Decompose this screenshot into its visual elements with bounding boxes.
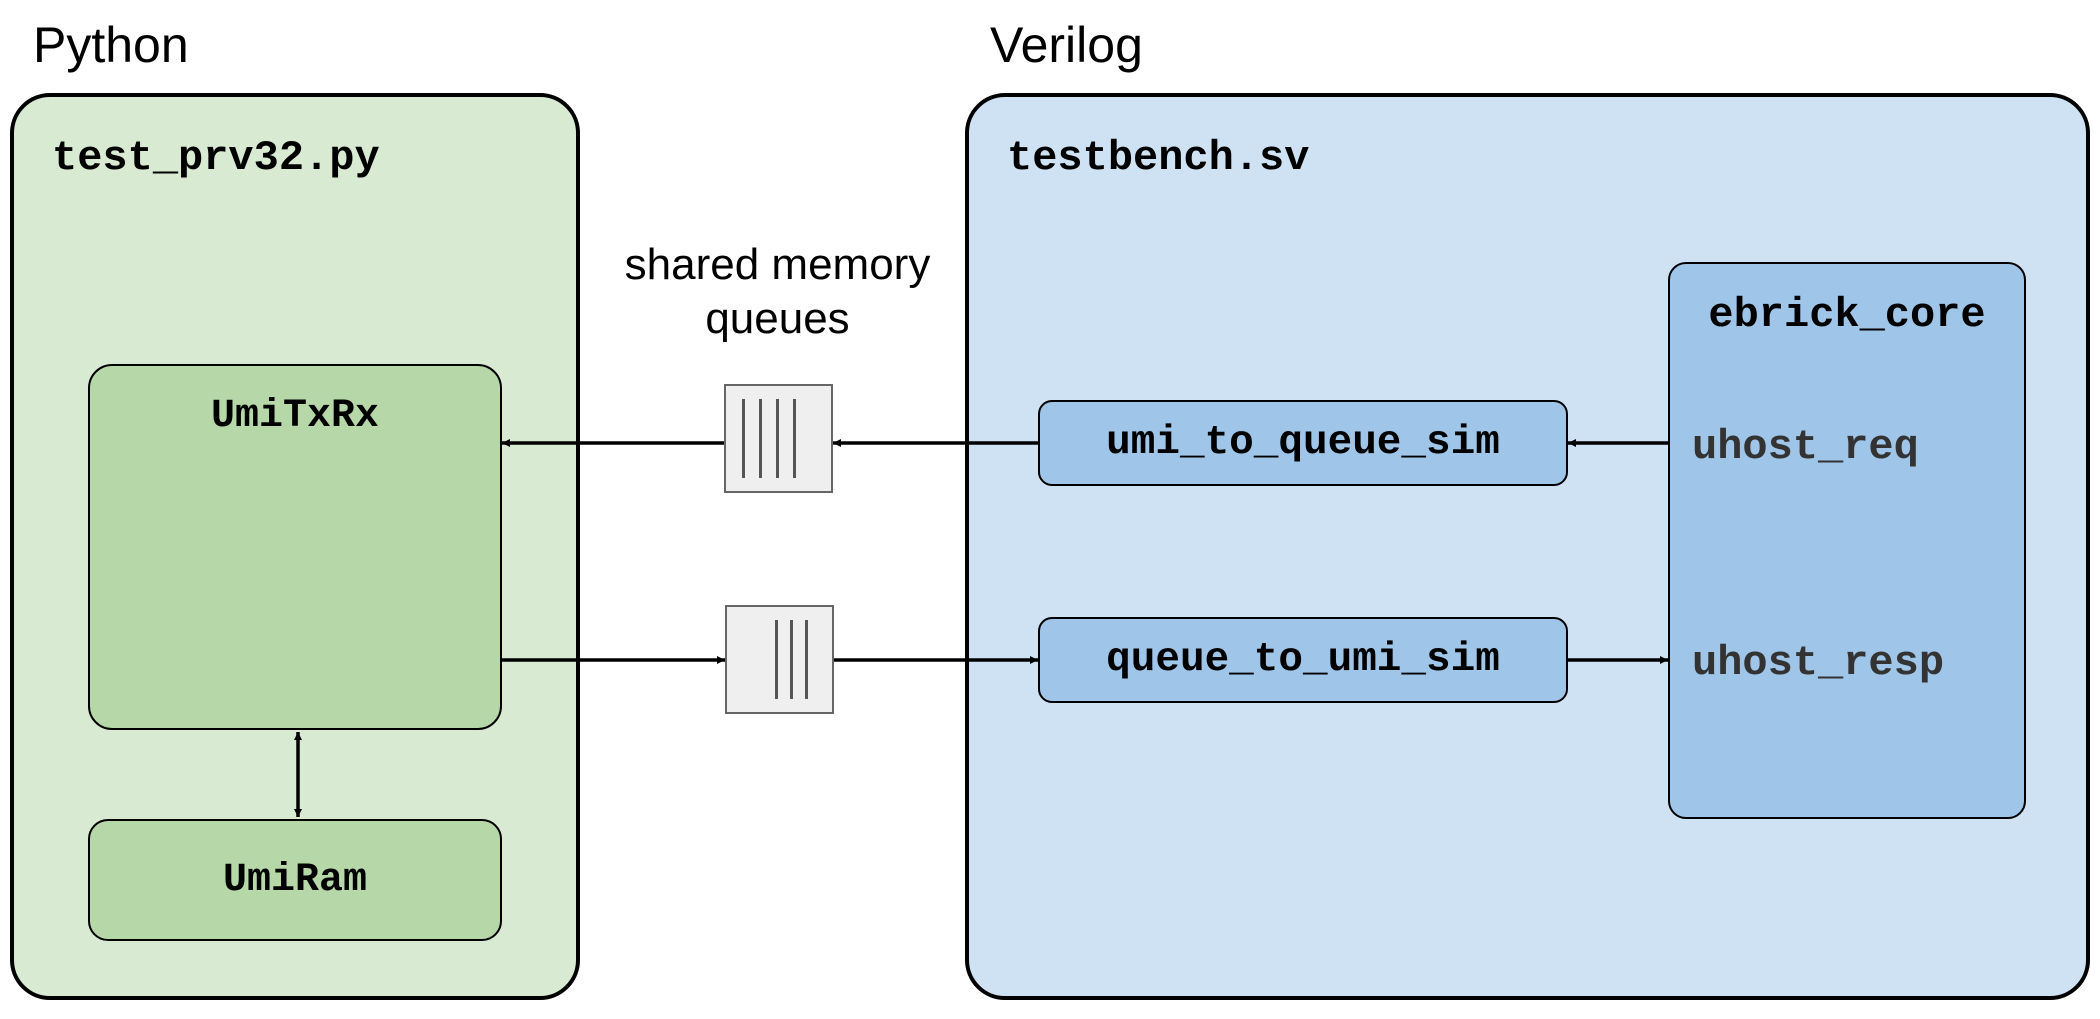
umi-ram-block: UmiRam (88, 819, 502, 941)
uhost-resp-signal: uhost_resp (1692, 639, 1945, 687)
request-queue-icon (724, 384, 833, 493)
umi-ram-label: UmiRam (222, 857, 368, 903)
queues-label-line2: queues (705, 293, 850, 343)
shared-memory-queues-label: shared memory queues (600, 238, 955, 345)
ebrick-core-title: ebrick_core (1708, 291, 1986, 339)
umi-txrx-block: UmiTxRx (88, 364, 502, 730)
verilog-section-label: Verilog (990, 17, 1143, 73)
uhost-req-signal: uhost_req (1692, 423, 1919, 471)
ebrick-core-block: ebrick_core uhost_req uhost_resp (1668, 262, 2026, 819)
python-container-title: test_prv32.py (52, 134, 380, 182)
queues-label-line1: shared memory (624, 240, 931, 289)
umi-txrx-label: UmiTxRx (210, 394, 380, 439)
queue-to-umi-sim-block: queue_to_umi_sim (1038, 617, 1568, 703)
queue-to-umi-sim-label: queue_to_umi_sim (1106, 637, 1500, 683)
python-section-label: Python (33, 17, 189, 73)
umi-to-queue-sim-block: umi_to_queue_sim (1038, 400, 1568, 486)
umi-to-queue-sim-label: umi_to_queue_sim (1106, 420, 1500, 466)
response-queue-icon (725, 605, 834, 714)
verilog-container-title: testbench.sv (1007, 134, 1310, 182)
